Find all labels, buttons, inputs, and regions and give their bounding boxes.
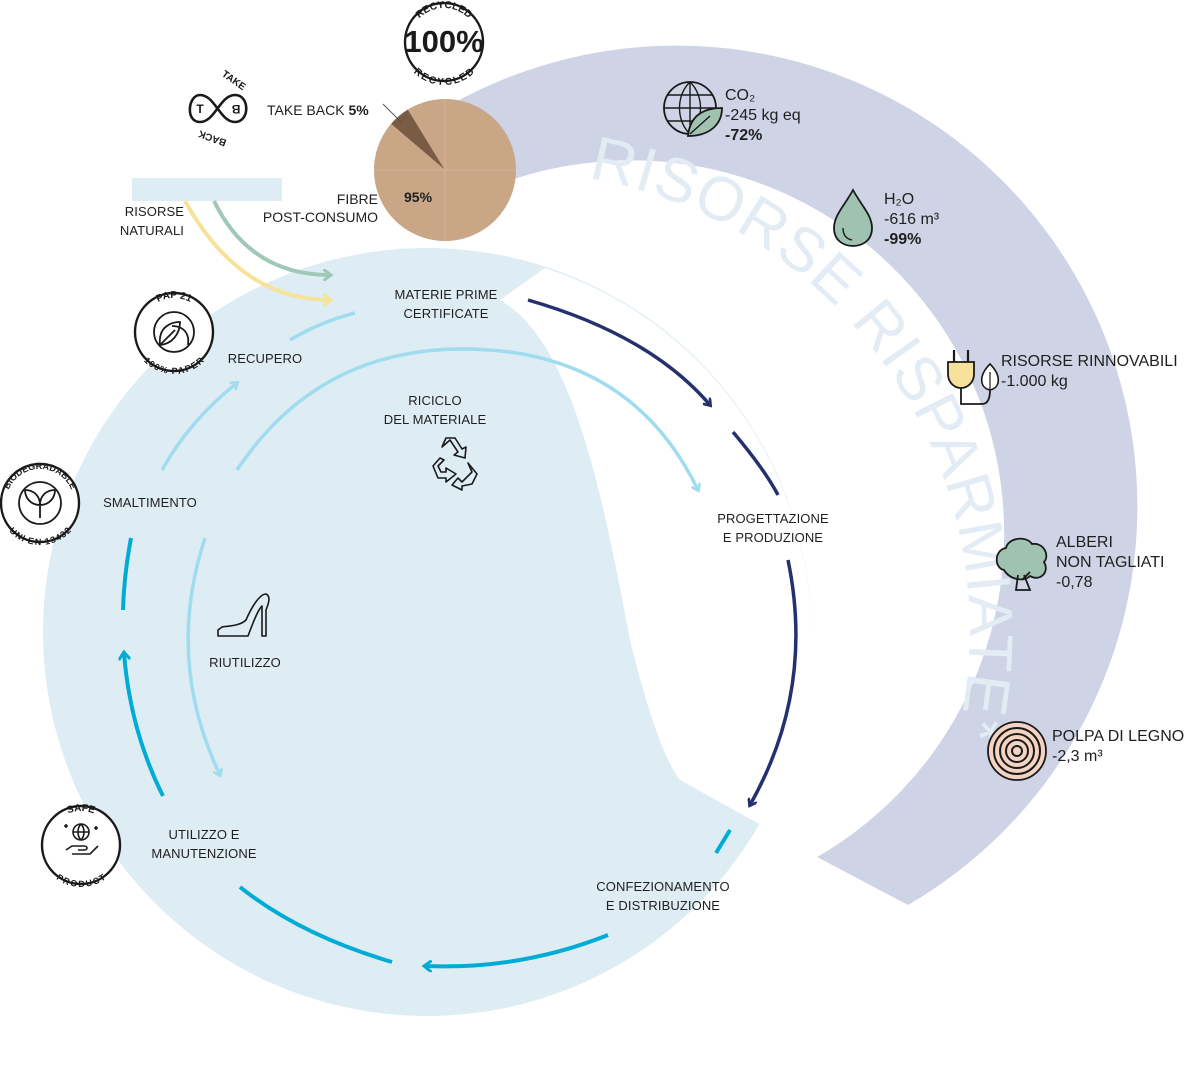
take-back-label: TAKE BACK 5% — [267, 102, 369, 118]
arrow-riutilizzo — [186, 537, 220, 775]
tree-icon — [995, 537, 1048, 591]
yellow-input-arrow — [183, 200, 330, 300]
stat-co2: CO₂ -245 kg eq -72% — [725, 87, 801, 144]
wood-rings-icon — [987, 721, 1047, 781]
stat-pulp: POLPA DI LEGNO -2,3 m³ — [1052, 728, 1185, 765]
water-drop-icon — [833, 188, 873, 247]
arrow-smaltimento-tick — [121, 537, 133, 611]
svg-text:PAP 21: PAP 21 — [155, 290, 194, 305]
svg-text:TAKE: TAKE — [219, 69, 247, 93]
svg-text:B: B — [231, 102, 240, 116]
safe-product-badge: SAFE PRODUCT — [40, 803, 122, 889]
natural-resources-label: RISORSE NATURALI — [119, 204, 184, 238]
arrow-progettazione-confezionamento — [750, 559, 798, 805]
svg-text:BACK: BACK — [196, 127, 228, 147]
arrow-materie-progettazione — [527, 298, 710, 405]
green-input-arrow — [212, 200, 330, 275]
sprout-icon — [18, 481, 62, 525]
stat-h2o: H₂O -616 m³ -99% — [884, 191, 940, 248]
step-riutilizzo: RIUTILIZZO — [209, 655, 281, 670]
arrow-utilizzo-arc — [238, 885, 393, 964]
stat-trees: ALBERI NON TAGLIATI -0,78 — [1056, 534, 1165, 591]
recycle-icon — [432, 437, 478, 491]
globe-leaf-icon — [663, 81, 723, 137]
arrow-confezionamento-utilizzo — [425, 933, 609, 966]
natural-resources-bar — [132, 178, 282, 201]
take-back-pct: 5% — [348, 102, 369, 118]
arrow-riciclo — [235, 347, 698, 490]
svg-text:T: T — [196, 102, 204, 116]
arrow-progettazione-arc — [731, 430, 780, 496]
arrow-recupero-materie — [289, 311, 356, 342]
arrow-smaltimento-recupero — [160, 383, 237, 471]
step-recupero: RECUPERO — [227, 351, 303, 366]
recycled-100-badge: RECYCLED 100% RECYCLED — [403, 0, 485, 88]
high-heel-icon — [217, 593, 270, 637]
leaf-pair-icon — [153, 311, 195, 353]
hand-globe-icon — [64, 823, 99, 855]
pap21-badge: PAP 21 100% PAPER — [133, 290, 215, 376]
post-consumer-pct: 95% — [404, 189, 433, 205]
take-back-badge: T B TAKE BACK — [188, 69, 248, 148]
stat-renewable: RISORSE RINNOVABILI -1.000 kg — [1001, 353, 1178, 390]
arrow-utilizzo-up — [124, 653, 165, 797]
svg-text:100%: 100% — [404, 24, 483, 59]
material-pie-chart — [373, 99, 516, 242]
plug-leaf-icon — [947, 350, 1000, 405]
step-smaltimento: SMALTIMENTO — [103, 495, 197, 510]
circle-right-shade — [500, 268, 830, 855]
savings-band — [445, 45, 1138, 905]
pie-leader-line — [382, 103, 403, 124]
biodegradable-badge: BIODEGRADABLE UNI EN 13432 — [0, 461, 81, 547]
post-consumer-label: FIBRE POST-CONSUMO — [262, 191, 378, 225]
arrow-confezionamento-tick — [714, 828, 732, 855]
pie-slice-0 — [391, 109, 445, 170]
